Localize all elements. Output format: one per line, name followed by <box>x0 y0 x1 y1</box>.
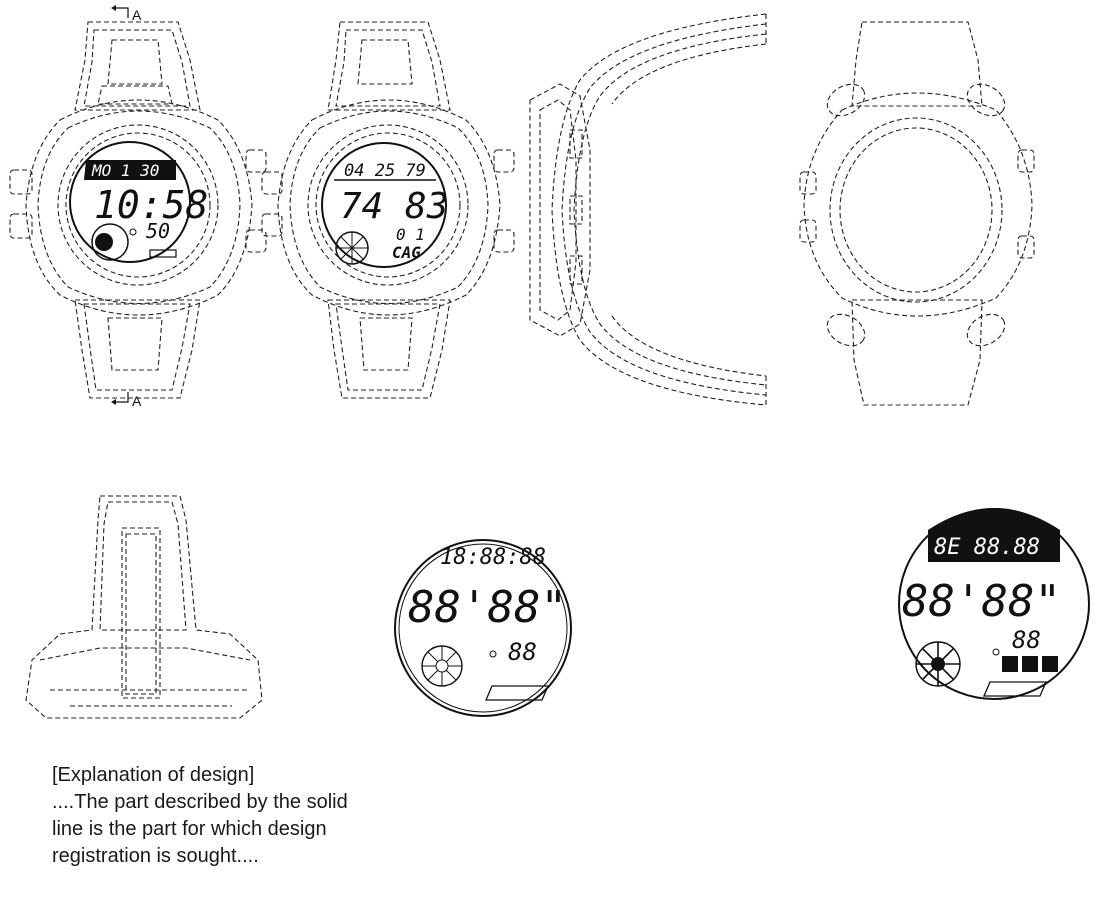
second-view-main-digits: 74 83 <box>340 186 448 227</box>
second-view-watch <box>261 21 515 399</box>
explanation-heading: [Explanation of design] <box>52 764 255 786</box>
second-view-date-line: 04 25 79 <box>344 161 426 181</box>
section-line-a-top: A <box>111 5 142 23</box>
explanation-line-2: line is the part for which design <box>52 818 327 840</box>
section-line-a-bottom: A <box>111 392 142 409</box>
explanation-line-3: registration is sought.... <box>52 845 259 867</box>
display-detail-2 <box>898 508 1090 700</box>
side-view-watch <box>529 13 767 406</box>
section-label-top: A <box>132 7 142 23</box>
display-detail-2-top-line: 8E 88.88 <box>934 535 1040 560</box>
display-detail-2-small-digits: 88 <box>1012 626 1041 654</box>
second-view-small-digits: 0 1 <box>396 225 425 244</box>
front-view-time: 10:58 <box>94 183 208 227</box>
section-label-bottom: A <box>132 393 142 409</box>
explanation-line-1: ....The part described by the solid <box>52 791 348 813</box>
display-detail-1-top-line: 18:88:88 <box>440 545 546 570</box>
back-view-watch <box>799 21 1035 406</box>
design-explanation: [Explanation of design] ....The part des… <box>52 762 432 870</box>
display-detail-1-main-digits: 88'88" <box>408 582 567 633</box>
front-view-watch <box>9 21 267 399</box>
second-view-wheel-spokes <box>336 232 368 264</box>
front-view-date-line: MO 1 30 <box>91 161 159 180</box>
front-view-display <box>69 141 191 263</box>
section-view-watch <box>25 495 263 719</box>
second-view-brand: CAG <box>392 243 421 262</box>
display-detail-1 <box>394 539 572 717</box>
display-detail-1-small-digits: 88 <box>508 638 537 666</box>
second-view-display <box>321 142 447 268</box>
front-view-seconds: 50 <box>146 219 170 243</box>
display-detail-2-main-digits: 88'88" <box>902 576 1061 627</box>
